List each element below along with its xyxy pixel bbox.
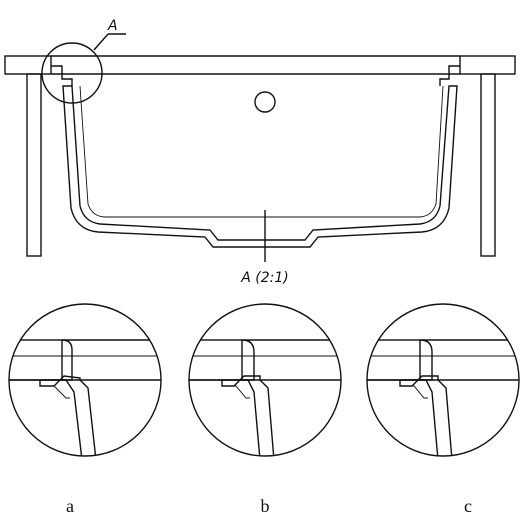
- sink-section-view: A A (2:1): [4, 18, 516, 286]
- detail-callout: A: [41, 18, 126, 104]
- sink-rim: [51, 65, 460, 86]
- detail-variant-a: a: [8, 303, 162, 516]
- variant-b-caption: b: [261, 496, 270, 516]
- bowl-inner-line: [79, 85, 444, 218]
- callout-label: A: [107, 18, 118, 34]
- countertop: [4, 55, 516, 75]
- variant-a-caption: a: [66, 496, 74, 516]
- detail-title: A (2:1): [240, 270, 288, 286]
- detail-variant-c: c: [366, 303, 520, 516]
- sink-bowl-wall: [62, 85, 458, 248]
- detail-variant-b: b: [188, 303, 342, 516]
- overflow-hole: [254, 91, 276, 113]
- variant-c-caption: c: [464, 496, 472, 516]
- cabinet-walls: [26, 73, 496, 257]
